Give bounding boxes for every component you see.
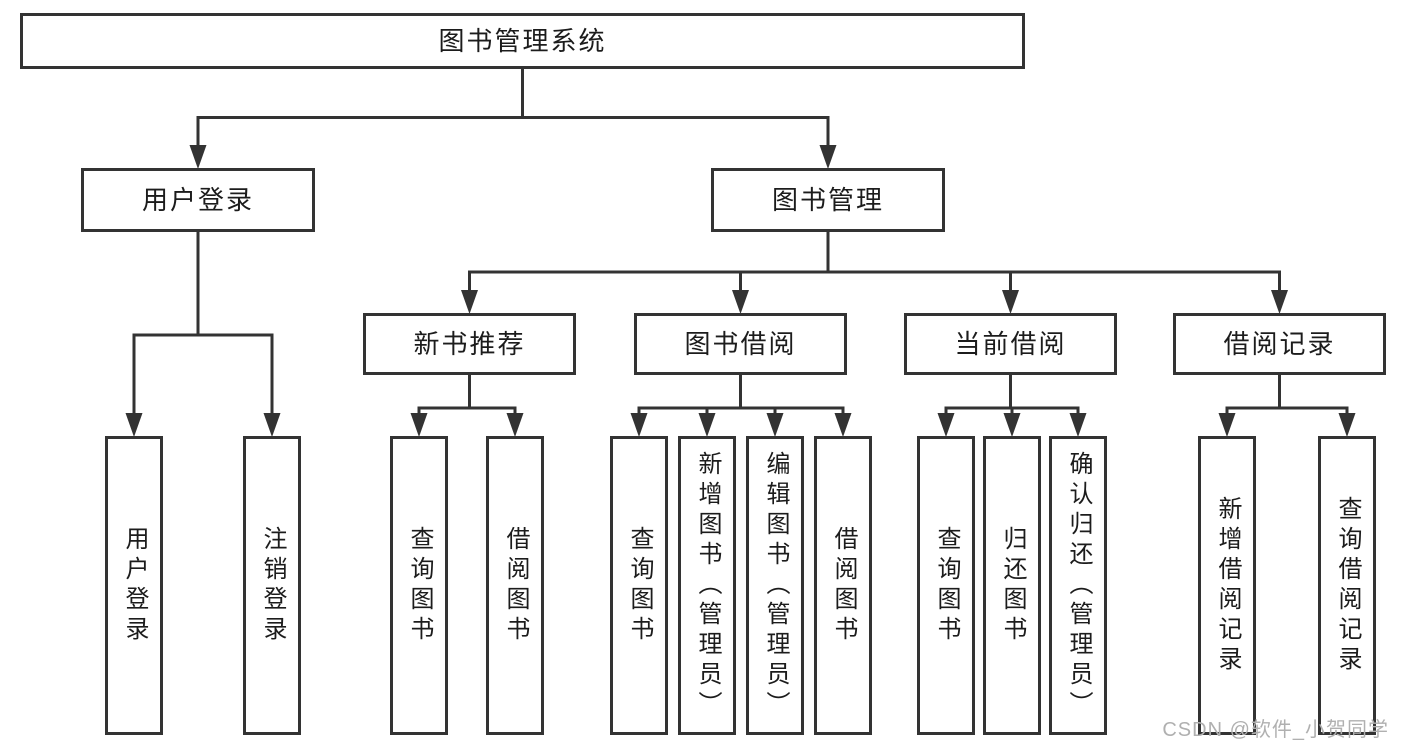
- node-book-management-label: 图书管理: [771, 185, 884, 215]
- leaf-current-return-books-label: 归还图书: [999, 525, 1026, 646]
- leaf-borrow-add-books-admin-label: 新增图书（管理员）: [694, 450, 721, 721]
- leaf-borrow-borrow-books-label: 借阅图书: [830, 525, 857, 646]
- leaf-borrow-add-books-admin: 新增图书（管理员）: [678, 436, 736, 735]
- leaf-logout: 注销登录: [243, 436, 301, 735]
- leaf-borrow-query-books-label: 查询图书: [626, 525, 653, 646]
- node-new-book-recommend: 新书推荐: [363, 313, 576, 375]
- leaf-records-add-record: 新增借阅记录: [1198, 436, 1256, 735]
- node-book-management: 图书管理: [711, 168, 945, 232]
- leaf-records-add-record-label: 新增借阅记录: [1214, 495, 1241, 676]
- node-book-borrow: 图书借阅: [634, 313, 847, 375]
- node-new-book-recommend-label: 新书推荐: [413, 329, 526, 359]
- leaf-user-login-label: 用户登录: [121, 525, 148, 646]
- leaf-records-query-record: 查询借阅记录: [1318, 436, 1376, 735]
- node-library-system-label: 图书管理系统: [438, 26, 607, 56]
- leaf-borrow-edit-books-admin: 编辑图书（管理员）: [746, 436, 804, 735]
- leaf-user-login: 用户登录: [105, 436, 163, 735]
- node-user-login-label: 用户登录: [141, 185, 254, 215]
- node-book-borrow-label: 图书借阅: [684, 329, 797, 359]
- node-borrow-records-label: 借阅记录: [1223, 329, 1336, 359]
- leaf-logout-label: 注销登录: [259, 525, 286, 646]
- leaf-records-query-record-label: 查询借阅记录: [1334, 495, 1361, 676]
- leaf-borrow-borrow-books: 借阅图书: [814, 436, 872, 735]
- leaf-current-return-books: 归还图书: [983, 436, 1041, 735]
- csdn-watermark: CSDN @软件_小贺同学: [1162, 719, 1389, 741]
- leaf-recommend-query-books: 查询图书: [390, 436, 448, 735]
- node-borrow-records: 借阅记录: [1173, 313, 1386, 375]
- leaf-current-query-books-label: 查询图书: [933, 525, 960, 646]
- arrowheads: [125, 145, 1356, 437]
- leaf-recommend-borrow-books: 借阅图书: [486, 436, 544, 735]
- node-current-borrow: 当前借阅: [904, 313, 1117, 375]
- node-user-login: 用户登录: [81, 168, 315, 232]
- leaf-current-confirm-return-admin-label: 确认归还（管理员）: [1065, 450, 1092, 721]
- leaf-current-query-books: 查询图书: [917, 436, 975, 735]
- leaf-recommend-borrow-books-label: 借阅图书: [502, 525, 529, 646]
- leaf-current-confirm-return-admin: 确认归还（管理员）: [1049, 436, 1107, 735]
- node-library-system: 图书管理系统: [20, 13, 1025, 69]
- node-current-borrow-label: 当前借阅: [954, 329, 1067, 359]
- leaf-borrow-edit-books-admin-label: 编辑图书（管理员）: [762, 450, 789, 721]
- leaf-borrow-query-books: 查询图书: [610, 436, 668, 735]
- leaf-recommend-query-books-label: 查询图书: [406, 525, 433, 646]
